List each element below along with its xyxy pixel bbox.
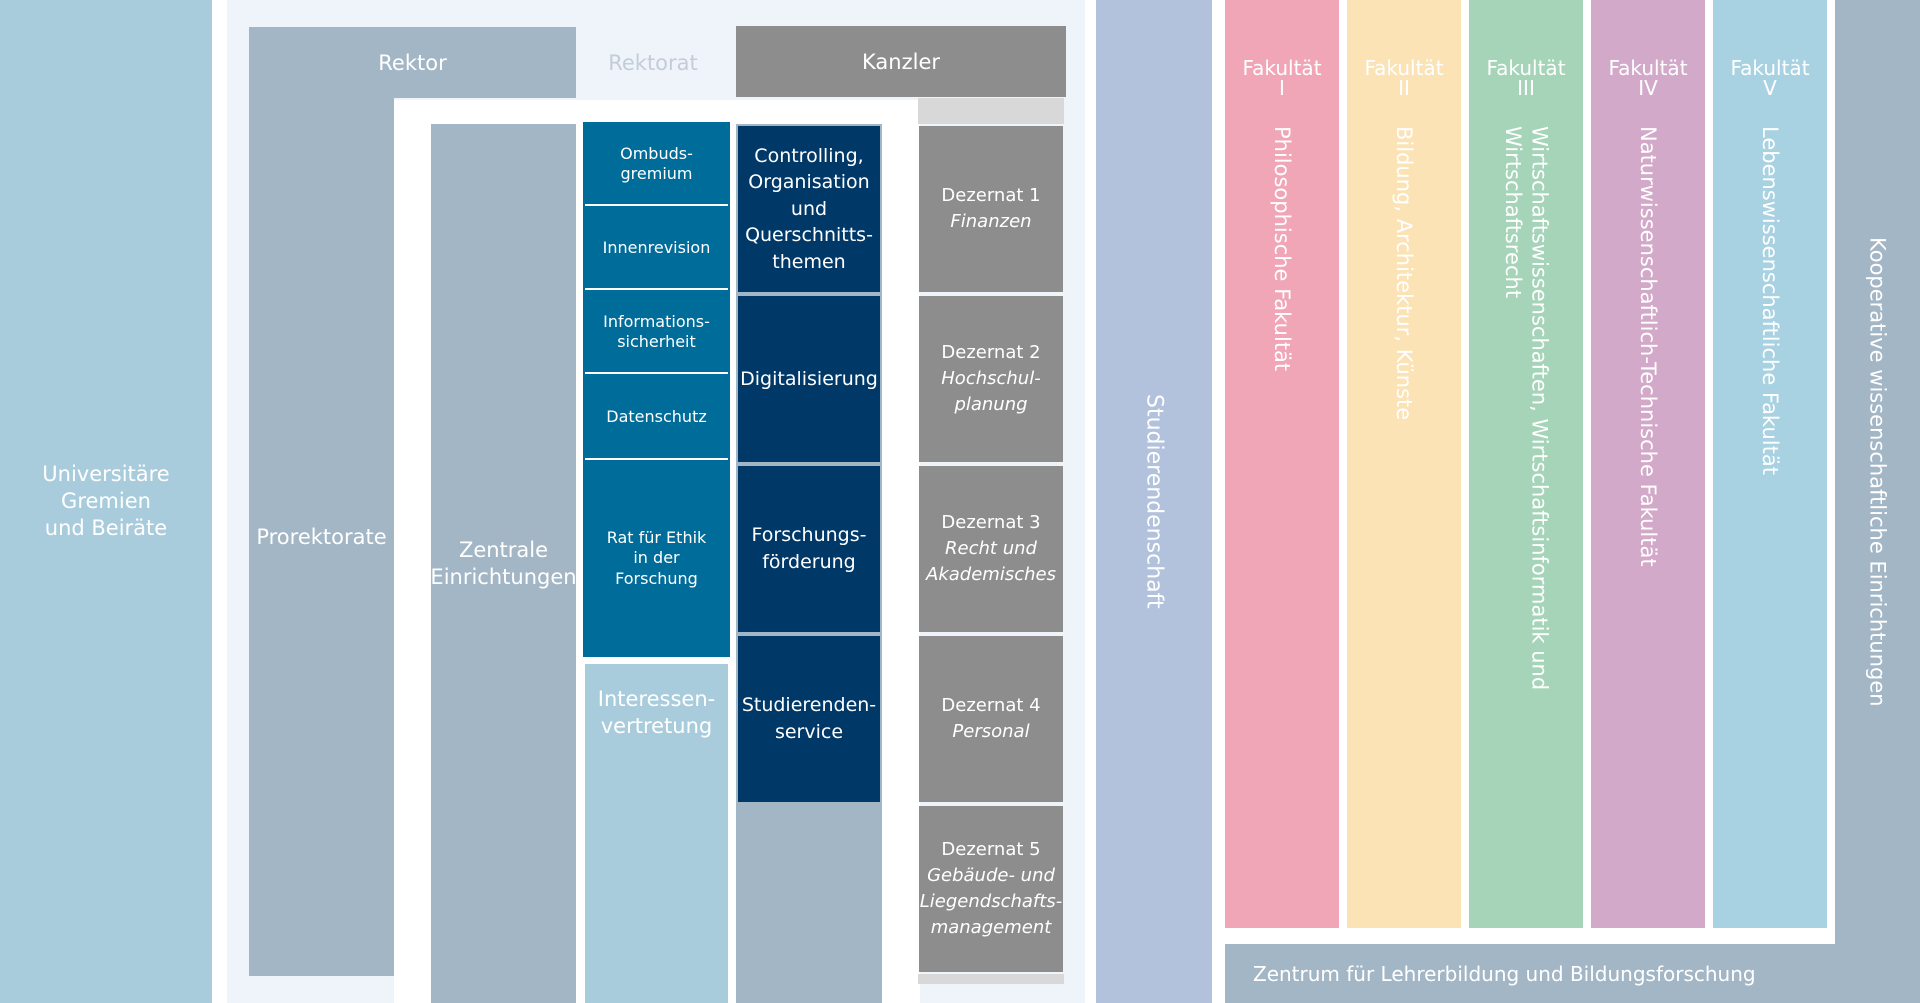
dezernat-3: Dezernat 3 Recht und Akademisches — [919, 466, 1063, 632]
faculty-4-column: Fakultät IV Naturwissenschaftlich-Techni… — [1591, 0, 1705, 928]
kanzler-unit-controlling: Controlling, Organisation und Querschnit… — [738, 126, 880, 292]
rektor-header: Rektor — [249, 27, 576, 98]
dezernat-2: Dezernat 2 Hochschul- planung — [919, 296, 1063, 462]
kanzler-unit-digitalisierung: Digitalisierung — [738, 296, 880, 462]
dezernat-subtitle: Hochschul- planung — [941, 367, 1041, 416]
faculty-name: Bildung, Architektur, Künste — [1392, 126, 1416, 421]
dezernat-4: Dezernat 4 Personal — [919, 636, 1063, 802]
studierendenschaft-column: Studierendenschaft — [1096, 0, 1212, 1003]
dezernat-title: Dezernat 4 — [941, 694, 1041, 716]
staff-unit-label: Ombuds- gremium — [620, 143, 693, 183]
gremien-label: Universitäre Gremien und Beiräte — [42, 462, 170, 540]
faculty-title: Fakultät I — [1242, 56, 1322, 100]
prorektorate-column: Prorektorate — [249, 98, 394, 976]
zentrum-label: Zentrum für Lehrerbildung und Bildungsfo… — [1253, 961, 1756, 986]
staff-unit-label: Informations- sicherheit — [603, 311, 710, 351]
dezernat-subtitle: Finanzen — [950, 211, 1032, 232]
rektorat-label: Rektorat — [608, 50, 698, 75]
staff-unit-ethik: Rat für Ethik in der Forschung — [585, 462, 728, 655]
kanzler-header: Kanzler — [736, 26, 1066, 97]
interessenvertretung-label: Interessen- vertretung — [597, 687, 716, 738]
rektorat-title: Rektorat — [576, 27, 730, 98]
staff-unit-label: Innenrevision — [602, 237, 711, 257]
faculty-name: Philosophische Fakultät — [1270, 126, 1294, 372]
kooperative-column: Kooperative wissenschaftliche Einrichtun… — [1835, 0, 1920, 944]
dezernat-5: Dezernat 5 Gebäude- und Liegendschafts- … — [919, 806, 1063, 972]
staff-unit-ombuds: Ombuds- gremium — [585, 124, 728, 206]
kanzler-unit-studierendenservice: Studierenden- service — [738, 636, 880, 802]
kanzler-unit-label: Studierenden- service — [741, 694, 877, 743]
dezernat-1: Dezernat 1 Finanzen — [919, 126, 1063, 292]
staff-unit-label: Rat für Ethik in der Forschung — [606, 527, 707, 588]
kanzler-label: Kanzler — [862, 49, 940, 74]
dezernat-subtitle: Gebäude- und Liegendschafts- management — [919, 864, 1063, 939]
staff-unit-datenschutz: Datenschutz — [585, 376, 728, 460]
faculty-title: Fakultät IV — [1608, 56, 1688, 100]
staff-unit-innenrevision: Innenrevision — [585, 208, 728, 290]
rektor-label: Rektor — [378, 50, 447, 75]
faculty-name: Wirtschaftswissenschaften, Wirtschaftsin… — [1501, 126, 1552, 691]
faculty-title: Fakultät II — [1364, 56, 1444, 100]
dezernat-title: Dezernat 1 — [941, 184, 1041, 206]
dezernat-title: Dezernat 5 — [941, 838, 1041, 860]
studierendenschaft-label: Studierendenschaft — [1141, 394, 1167, 609]
staff-unit-label: Datenschutz — [606, 406, 707, 426]
faculty-name: Naturwissenschaftlich-Technische Fakultä… — [1636, 126, 1660, 567]
faculty-title: Fakultät III — [1486, 56, 1566, 100]
zentrum-bar: Zentrum für Lehrerbildung und Bildungsfo… — [1225, 944, 1920, 1003]
kanzler-unit-forschungsfoerderung: Forschungs- förderung — [738, 466, 880, 632]
dezernat-subtitle: Personal — [952, 721, 1030, 742]
dezernat-title: Dezernat 3 — [941, 511, 1041, 533]
dezernat-subtitle: Recht und Akademisches — [926, 537, 1056, 586]
kanzler-unit-label: Forschungs- förderung — [751, 524, 867, 573]
zentrale-column: Zentrale Einrichtungen — [430, 124, 577, 1003]
zentrale-label: Zentrale Einrichtungen — [430, 537, 577, 589]
dezernate-bottom-strip — [918, 974, 1064, 984]
interessenvertretung-block: Interessen- vertretung — [585, 664, 728, 1003]
staff-unit-informationssicherheit: Informations- sicherheit — [585, 292, 728, 374]
faculty-3-column: Fakultät III Wirtschaftswissenschaften, … — [1469, 0, 1583, 928]
kooperative-label: Kooperative wissenschaftliche Einrichtun… — [1865, 237, 1890, 707]
kanzler-unit-label: Digitalisierung — [740, 367, 878, 390]
faculty-title: Fakultät V — [1730, 56, 1810, 100]
dezernat-title: Dezernat 2 — [941, 341, 1041, 363]
faculty-5-column: Fakultät V Lebenswissenschaftliche Fakul… — [1713, 0, 1827, 928]
kanzler-unit-label: Controlling, Organisation und Querschnit… — [745, 144, 873, 273]
faculty-name: Lebenswissenschaftliche Fakultät — [1758, 126, 1782, 475]
prorektorate-label: Prorektorate — [256, 525, 387, 549]
faculty-2-column: Fakultät II Bildung, Architektur, Künste — [1347, 0, 1461, 928]
dezernate-header-strip — [918, 98, 1064, 124]
faculty-1-column: Fakultät I Philosophische Fakultät — [1225, 0, 1339, 928]
gremien-block: Universitäre Gremien und Beiräte — [0, 0, 212, 1003]
inner-frame-left — [394, 100, 412, 1003]
